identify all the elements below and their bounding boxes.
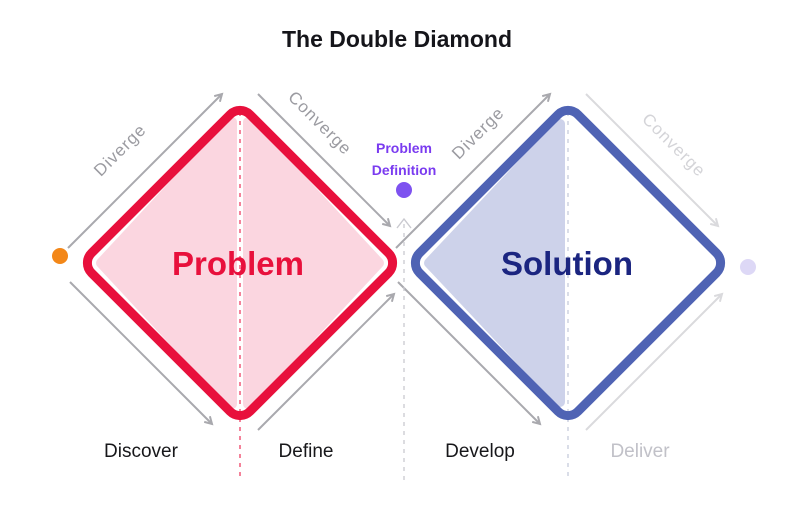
diagram-title: The Double Diamond bbox=[282, 26, 512, 52]
solution-label: Solution bbox=[501, 245, 633, 282]
problem-definition-line1: Problem bbox=[376, 140, 432, 156]
solution-diamond-left-fill bbox=[424, 119, 565, 407]
problem-diverge-arrow-icon bbox=[67, 92, 224, 249]
problem-label: Problem bbox=[172, 245, 304, 282]
journey-start-dot-icon bbox=[52, 248, 68, 264]
solution-diverge-lower-arrow-icon bbox=[397, 281, 542, 426]
phase-label-discover: Discover bbox=[104, 441, 179, 462]
problem-converge-label: Converge bbox=[284, 88, 355, 159]
problem-diverge-lower-arrow-icon bbox=[69, 281, 214, 426]
phase-label-define: Define bbox=[279, 441, 334, 462]
problem-diamond-right-fill bbox=[243, 117, 384, 409]
journey-end-dot-icon bbox=[740, 259, 756, 275]
problem-definition-chevron-icon bbox=[396, 217, 412, 229]
phase-label-deliver: Deliver bbox=[610, 441, 670, 462]
solution-diverge-label: Diverge bbox=[448, 103, 508, 163]
problem-diamond: Problem bbox=[82, 105, 398, 476]
phase-label-develop: Develop bbox=[445, 441, 515, 462]
problem-definition-annotation: Problem Definition bbox=[372, 140, 437, 480]
solution-converge-arrow-icon bbox=[585, 93, 720, 228]
solution-diamond: Solution bbox=[410, 105, 726, 480]
problem-definition-dot-icon bbox=[396, 182, 412, 198]
solution-converge-lower-arrow-icon bbox=[585, 292, 724, 431]
solution-diamond-border bbox=[410, 105, 726, 421]
problem-converge-arrow-icon bbox=[257, 93, 392, 228]
problem-diamond-border bbox=[82, 105, 398, 421]
problem-converge-lower-arrow-icon bbox=[257, 292, 396, 431]
problem-diamond-left-fill bbox=[96, 117, 237, 409]
solution-diverge-arrow-icon bbox=[395, 92, 552, 249]
problem-definition-line2: Definition bbox=[372, 162, 437, 178]
problem-diverge-label: Diverge bbox=[90, 120, 150, 180]
solution-converge-label: Converge bbox=[638, 110, 709, 181]
